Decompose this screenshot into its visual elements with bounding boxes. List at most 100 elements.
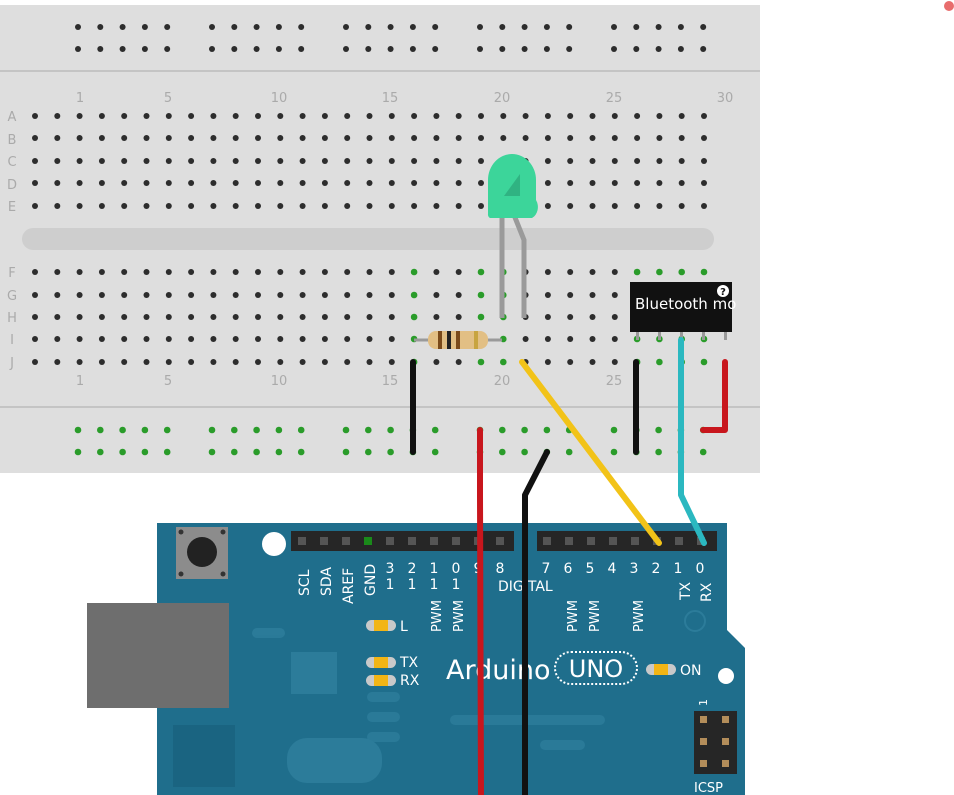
reset-button[interactable] <box>187 537 217 567</box>
breadboard-hole <box>410 268 418 276</box>
breadboard-hole <box>478 180 484 186</box>
rail-hole <box>477 24 483 30</box>
breadboard-hole <box>478 135 484 141</box>
breadboard-hole <box>656 180 663 186</box>
breadboard-hole <box>165 135 172 141</box>
help-icon[interactable] <box>717 285 729 297</box>
col-number-5-bottom: 5 <box>164 374 172 389</box>
breadboard-hole <box>611 269 618 275</box>
pin-label-tx: TX <box>678 581 694 601</box>
led-l: L <box>366 619 408 635</box>
rail-hole <box>477 46 483 52</box>
col-number-30-top: 30 <box>717 91 734 106</box>
breadboard-hole <box>544 158 551 164</box>
rail-hole <box>209 46 215 52</box>
pin-number: 0 <box>452 561 461 577</box>
breadboard-hole <box>366 158 373 164</box>
breadboard-hole <box>277 203 284 209</box>
breadboard-hole <box>678 113 685 119</box>
breadboard-hole <box>210 336 217 342</box>
rail-hole <box>141 24 148 30</box>
rail-hole <box>231 448 238 456</box>
rail-hole <box>677 24 684 30</box>
resistor-band-3 <box>456 331 460 349</box>
pin-number: 2 <box>408 561 417 577</box>
breadboard-hole <box>188 180 195 186</box>
breadboard-hole <box>32 158 38 164</box>
breadboard-hole <box>522 336 529 342</box>
pin-label-sda: SDA <box>319 567 335 596</box>
breadboard-hole <box>210 269 217 275</box>
breadboard-hole <box>544 336 551 342</box>
arduino-pcb <box>157 523 745 795</box>
breadboard-hole <box>76 158 83 164</box>
breadboard-hole <box>299 203 306 209</box>
rail-hole <box>700 46 707 52</box>
breadboard-hole <box>321 314 328 320</box>
breadboard-hole <box>188 359 195 365</box>
breadboard-hole <box>634 135 641 141</box>
rail-hole <box>610 448 618 456</box>
breadboard-hole <box>701 135 707 141</box>
screw <box>178 571 184 577</box>
rail-hole <box>275 426 283 434</box>
breadboard-hole <box>188 269 195 275</box>
breadboard-hole <box>210 158 217 164</box>
rail-hole <box>231 426 238 434</box>
breadboard-hole <box>611 336 618 342</box>
wire-yellow-led-pin2 <box>519 359 662 546</box>
breadboard-hole <box>121 135 128 141</box>
rail-hole <box>297 426 305 434</box>
breadboard-hole <box>567 158 574 164</box>
col-number-10-top: 10 <box>271 91 288 106</box>
breadboard-hole <box>255 180 261 186</box>
breadboard-hole <box>121 158 128 164</box>
status-dot <box>944 1 954 11</box>
rail-hole <box>97 448 104 456</box>
rail-hole <box>209 24 215 30</box>
breadboard-hole <box>366 113 373 119</box>
breadboard-hole <box>121 314 128 320</box>
breadboard-hole <box>411 135 418 141</box>
digital-header-left <box>291 531 514 551</box>
breadboard-hole <box>321 292 328 298</box>
pin-number: 8 <box>496 561 505 577</box>
col-number-15-top: 15 <box>382 91 399 106</box>
breadboard-hole <box>232 135 239 141</box>
breadboard-hole <box>388 336 395 342</box>
breadboard-hole <box>54 269 61 275</box>
breadboard-hole <box>500 358 507 366</box>
rail-hole <box>208 426 216 434</box>
header-pin <box>430 537 438 545</box>
rail-hole <box>543 46 550 52</box>
breadboard-hole <box>410 313 418 321</box>
breadboard-hole <box>366 292 373 298</box>
breadboard-hole <box>611 180 618 186</box>
breadboard-hole <box>611 135 618 141</box>
breadboard-hole <box>98 203 105 209</box>
breadboard-hole <box>388 292 395 298</box>
header-pin <box>543 537 551 545</box>
breadboard-hole <box>32 292 38 298</box>
rail-hole <box>677 46 684 52</box>
breadboard-hole <box>54 180 61 186</box>
rail-hole <box>431 426 439 434</box>
rail-hole <box>231 46 238 52</box>
rail-holes <box>74 24 707 456</box>
breadboard-hole <box>188 135 195 141</box>
breadboard-hole <box>366 314 373 320</box>
breadboard-hole <box>121 113 128 119</box>
breadboard-hole <box>277 135 284 141</box>
rail-hole <box>655 448 662 456</box>
breadboard-hole <box>411 113 418 119</box>
led-tx-label: TX <box>399 655 419 671</box>
pin-number: 3 <box>630 561 639 577</box>
breadboard-hole <box>32 359 38 365</box>
row-letter-b: B <box>8 133 17 148</box>
rail-hole <box>119 426 126 434</box>
pin-label-scl: SCL <box>297 569 313 596</box>
pwm-label-10: PWM <box>452 600 467 632</box>
breadboard-hole <box>477 268 485 276</box>
wires <box>410 337 728 795</box>
breadboard-hole <box>634 158 641 164</box>
